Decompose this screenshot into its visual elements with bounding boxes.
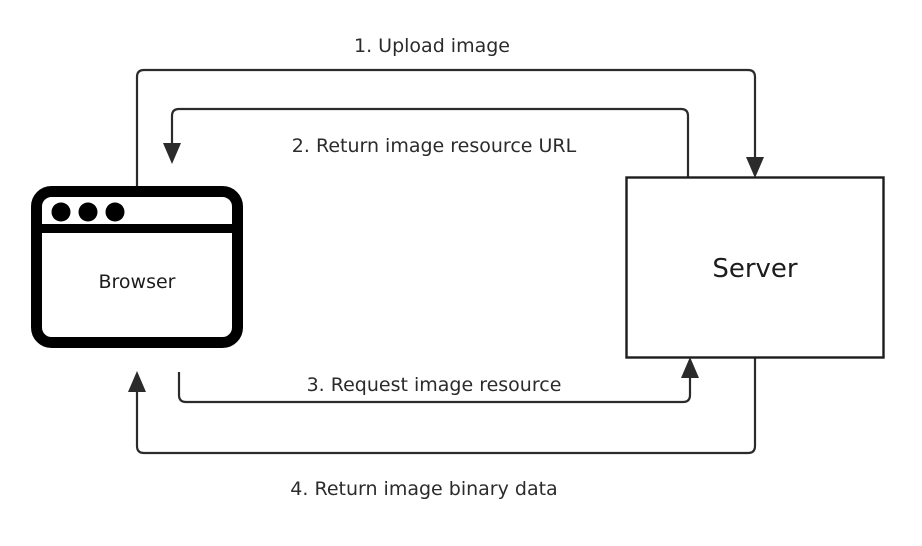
browser-dot-1 [51, 202, 71, 222]
server-node[interactable]: Server [625, 176, 885, 359]
edge-1-arrowhead [746, 157, 764, 178]
browser-node[interactable]: Browser [31, 186, 243, 348]
browser-window-icon [31, 186, 243, 348]
edge-3-path [177, 370, 692, 404]
edge-4-arrowhead [128, 371, 146, 392]
edge-4-return-image-binary-data[interactable]: 4. Return image binary data [128, 358, 757, 500]
server-node-label: Server [712, 254, 798, 284]
edge-4-label: 4. Return image binary data [290, 478, 557, 500]
edge-1-label: 1. Upload image [354, 35, 510, 57]
edge-3-label: 3. Request image resource [307, 374, 562, 396]
browser-dot-3 [105, 202, 125, 222]
edge-2-label: 2. Return image resource URL [292, 135, 577, 157]
edge-1-upload-image[interactable]: 1. Upload image [135, 35, 764, 186]
edge-2-return-image-resource-url[interactable]: 2. Return image resource URL [163, 107, 690, 177]
edge-4-path [135, 358, 757, 455]
edge-2-path [170, 107, 690, 177]
edge-1-path [135, 68, 757, 186]
server-box [625, 176, 885, 359]
browser-node-label: Browser [99, 271, 176, 293]
edge-3-arrowhead [681, 357, 699, 378]
browser-dot-2 [78, 202, 98, 222]
edge-2-arrowhead [163, 143, 181, 164]
edge-3-request-image-resource[interactable]: 3. Request image resource [177, 357, 699, 404]
